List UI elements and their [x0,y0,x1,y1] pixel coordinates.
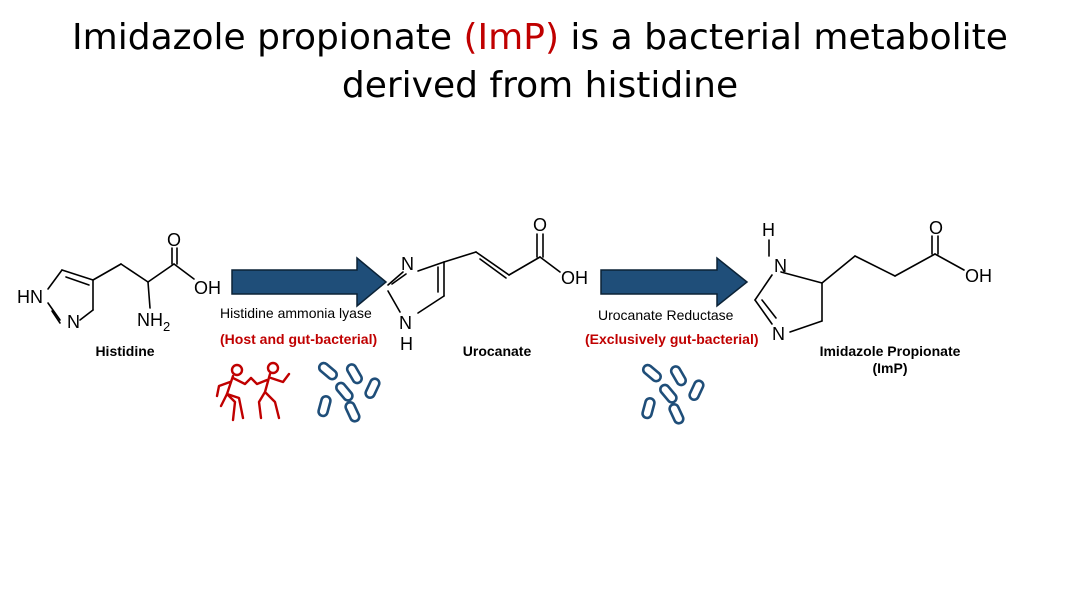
imp-atom-oh: OH [965,266,992,286]
histidine-structure: HN N O OH NH2 Histidine [17,230,221,359]
imp-atom-n-bottom: N [772,324,785,344]
title-accent: (ImP) [463,17,559,58]
imp-structure: H N N O OH Imidazole Propionate (ImP) [754,218,992,376]
urocanate-atom-n: N [401,254,414,274]
urocanate-atom-oh: OH [561,268,588,288]
title-text-part2: is a bacterial metabolite [558,17,1008,58]
bacteria-icon [641,363,705,425]
slide-title: Imidazole propionate (ImP) is a bacteria… [0,14,1080,110]
urocanate-atom-n-lower: N [399,313,412,333]
histidine-atom-nh: NH2 [137,310,170,334]
imp-atom-o: O [929,218,943,238]
urocanate-atom-h: H [400,334,413,354]
step2-source: (Exclusively gut-bacterial) [585,331,759,347]
imp-atom-h: H [762,220,775,240]
urocanate-structure: N N H O OH Urocanate [387,215,588,359]
step2-enzyme: Urocanate Reductase [598,307,734,323]
imp-label-line1: Imidazole Propionate [820,343,961,359]
title-text-part1: Imidazole propionate [72,17,464,58]
title-line-1: Imidazole propionate (ImP) is a bacteria… [0,14,1080,62]
arrow-step-2 [600,256,749,308]
bacteria-icon [317,361,381,423]
histidine-atom-n: N [67,312,80,332]
urocanate-label: Urocanate [463,343,532,359]
step1-source: (Host and gut-bacterial) [220,331,377,347]
histidine-atom-oh: OH [194,278,221,298]
histidine-atom-hn: HN [17,287,43,307]
histidine-label: Histidine [95,343,154,359]
imp-label-line2: (ImP) [873,360,908,376]
step1-enzyme: Histidine ammonia lyase [220,305,372,321]
arrow-step-1 [231,256,388,308]
histidine-atom-o: O [167,230,181,250]
imp-atom-n-top: N [774,256,787,276]
title-line-2: derived from histidine [341,65,739,106]
people-icon [215,361,291,422]
urocanate-atom-o: O [533,215,547,235]
